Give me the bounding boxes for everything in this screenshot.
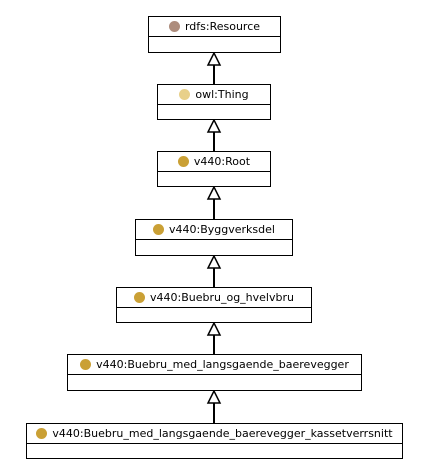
class-header: v440:Buebru_og_hvelvbru: [117, 288, 311, 308]
class-body: [68, 375, 361, 391]
class-icon: [153, 224, 165, 235]
class-label: v440:Buebru_med_langsgaende_baerevegger: [96, 358, 349, 371]
class-body: [117, 308, 311, 324]
class-node-buebru-og-hvelvbru[interactable]: v440:Buebru_og_hvelvbru: [116, 287, 312, 323]
class-body: [158, 172, 270, 188]
class-node-thing[interactable]: owl:Thing: [157, 84, 271, 120]
thing-icon: [179, 89, 191, 100]
class-label: v440:Buebru_og_hvelvbru: [150, 291, 294, 304]
class-body: [158, 105, 270, 121]
subclass-arrowhead: [206, 389, 222, 404]
class-label: rdfs:Resource: [184, 20, 261, 33]
class-icon: [80, 359, 92, 370]
class-header: v440:Buebru_med_langsgaende_baerevegger: [68, 355, 361, 375]
subclass-arrowhead: [206, 185, 222, 200]
class-icon: [134, 292, 145, 303]
subclass-arrowhead: [206, 321, 222, 336]
class-label: v440:Buebru_med_langsgaende_baerevegger_…: [52, 427, 393, 440]
class-icon: [36, 428, 48, 439]
class-node-buebru-med-langsgaende-baerevegger-kassetverrsnitt[interactable]: v440:Buebru_med_langsgaende_baerevegger_…: [26, 423, 403, 459]
class-body: [27, 444, 402, 460]
class-label: v440:Root: [193, 155, 251, 168]
subclass-arrowhead: [206, 118, 222, 133]
class-header: v440:Buebru_med_langsgaende_baerevegger_…: [27, 424, 402, 444]
class-node-byggverksdel[interactable]: v440:Byggverksdel: [135, 219, 293, 256]
class-label: v440:Byggverksdel: [169, 223, 275, 236]
class-header: rdfs:Resource: [149, 17, 280, 37]
class-header: owl:Thing: [158, 85, 270, 105]
class-icon: [177, 156, 189, 167]
class-label: owl:Thing: [195, 88, 249, 101]
class-header: v440:Root: [158, 152, 270, 172]
class-body: [136, 240, 292, 256]
resource-icon: [168, 21, 180, 32]
class-node-buebru-med-langsgaende-baerevegger[interactable]: v440:Buebru_med_langsgaende_baerevegger: [67, 354, 362, 391]
class-header: v440:Byggverksdel: [136, 220, 292, 240]
class-node-root[interactable]: v440:Root: [157, 151, 271, 187]
class-body: [149, 37, 280, 53]
subclass-arrowhead: [206, 254, 222, 269]
class-node-resource[interactable]: rdfs:Resource: [148, 16, 281, 53]
subclass-arrowhead: [206, 51, 222, 66]
